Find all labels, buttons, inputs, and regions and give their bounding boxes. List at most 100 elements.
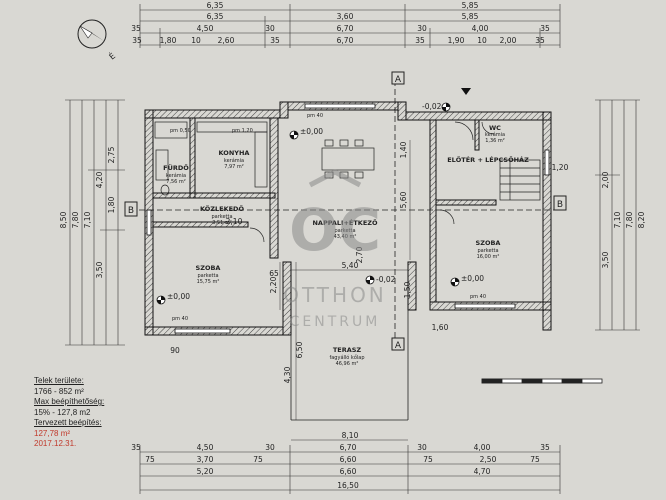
max-value: 15% - 127,8 m2 [34,407,91,417]
kitchen-counter [196,121,268,133]
scale-bar [481,378,603,384]
north-label: É [106,50,117,62]
dim-top-1a: 6,35 [207,1,224,10]
dim-bot-total: 16,50 [337,481,359,490]
svg-text:46,96 m²: 46,96 m² [336,361,359,367]
pm-label-bath: pm 0,50 [170,128,191,134]
north-arrow: É [77,19,117,62]
svg-text:parketta: parketta [197,273,218,279]
room-labels: KONYHA kerámia 7,97 m² FÜRDŐ kerámia 7,5… [163,124,529,367]
svg-text:7,97 m²: 7,97 m² [224,164,244,170]
level-szoba-right: ±0,00 [461,274,484,283]
dim-top-4h: 1,90 [448,36,465,45]
svg-text:15,75 m²: 15,75 m² [197,279,220,285]
svg-text:3,51 m²: 3,51 m² [212,220,232,226]
dim-top-4d: 2,60 [218,36,235,45]
dim-bot-1a: 35 [131,443,141,452]
dim-left-b: 7,80 [71,211,80,228]
dim-bot-3b: 6,60 [340,467,357,476]
dim-top-2a: 6,35 [207,12,224,21]
dim-top-4g: 35 [415,36,425,45]
interior-dimensions [279,140,411,441]
door-swing-wc [481,121,495,135]
dim-int-220: 2,20 [269,276,278,293]
pm-label-center: pm 40 [307,113,323,119]
room-szoba-left: SZOBA parketta 15,75 m² [196,264,221,285]
door-swing-entry [454,121,474,141]
dim-top-4a: 35 [132,36,142,45]
svg-text:SZOBA: SZOBA [476,239,501,247]
dim-top-3f: 4,00 [472,24,489,33]
section-markers [124,71,567,351]
wall-left-top [144,109,281,119]
level-marker-terrace [365,275,375,285]
dim-right-a: 8,20 [637,211,646,228]
level-nappali: ±0,00 [300,127,323,136]
dim-right-c: 7,10 [613,211,622,228]
right-dimension-texts: 2,00 3,50 7,10 7,80 8,20 [601,171,646,268]
left-dimension-texts: 8,50 7,80 7,10 4,20 3,50 2,75 1,80 [59,146,116,278]
section-marker-labels: A A B B [128,75,563,351]
svg-text:ELŐTÉR + LÉPCSŐHÁZ: ELŐTÉR + LÉPCSŐHÁZ [447,155,529,164]
dim-int-430: 4,30 [283,366,292,383]
dim-bot-1g: 35 [540,443,550,452]
svg-text:7,56 m²: 7,56 m² [166,179,186,185]
svg-text:FÜRDŐ: FÜRDŐ [163,163,189,172]
dim-right-b: 7,80 [625,211,634,228]
svg-text:parketta: parketta [334,228,355,234]
bottom-dimension-texts: 35 4,50 30 6,70 30 4,00 35 75 3,70 75 6,… [131,443,550,490]
section-b-left: B [128,206,134,216]
bottom-dimensions [139,445,561,494]
kitchen-counter-side [254,131,268,188]
entrance-arrow [461,88,471,95]
dim-bot-2e: 75 [423,455,433,464]
svg-text:16,00 m²: 16,00 m² [477,254,500,260]
pm-label-kitchen: pm 1,20 [232,128,253,134]
section-a-bottom: A [395,341,402,351]
dim-int-650: 6,50 [295,341,304,358]
dim-left-g: 1,80 [107,196,116,213]
dim-top-4b: 1,80 [160,36,177,45]
svg-text:kerámia: kerámia [166,172,186,179]
windows [146,103,550,334]
dim-int-810: 8,10 [342,431,359,440]
door-swing-szoba-right [439,209,455,225]
dim-bot-2d: 6,60 [340,455,357,464]
dim-top-2c: 5,85 [462,12,479,21]
terv-value: 127,78 m² [34,428,71,438]
wall-terrace-left [282,261,292,336]
wall-center-left-jog [279,101,289,119]
svg-text:1,36 m²: 1,36 m² [485,138,505,144]
dim-top-3a: 35 [131,24,141,33]
dim-top-3b: 4,50 [197,24,214,33]
dim-left-c: 7,10 [83,211,92,228]
dim-top-3c: 30 [265,24,275,33]
telek-value: 1766 - 852 m² [34,386,84,396]
level-markers [156,88,471,305]
svg-text:43,40 m²: 43,40 m² [334,234,357,240]
dim-right-e: 3,50 [601,251,610,268]
wall-wc [474,119,480,151]
wall-center-right-jog [397,101,407,121]
watermark-logo: OC [289,196,381,264]
level-szoba-left: ±0,00 [167,292,190,301]
dim-top-4c: 10 [191,36,201,45]
dim-right-d: 2,00 [601,171,610,188]
dim-int-210: 2,10 [226,217,243,226]
wall-right-outer [542,111,552,331]
top-dimension-texts: 6,35 5,85 6,35 3,60 5,85 35 4,50 30 6,70… [131,1,550,45]
watermark-line1: OTTHON [283,283,387,307]
dim-top-1b: 5,85 [462,1,479,10]
section-b-right: B [557,200,563,210]
wall-terrace-right [407,261,417,311]
wall-kitchen-right [269,117,279,259]
svg-text:TERASZ: TERASZ [333,346,362,354]
dim-top-4i: 10 [477,36,487,45]
dim-bot-2c: 75 [253,455,263,464]
dim-int-150: 1,50 [403,281,412,298]
wall-right-inner [429,119,437,303]
section-lines [130,80,560,345]
dim-int-120: 1,20 [552,163,569,172]
plan-date: 2017.12.31. [34,439,77,448]
